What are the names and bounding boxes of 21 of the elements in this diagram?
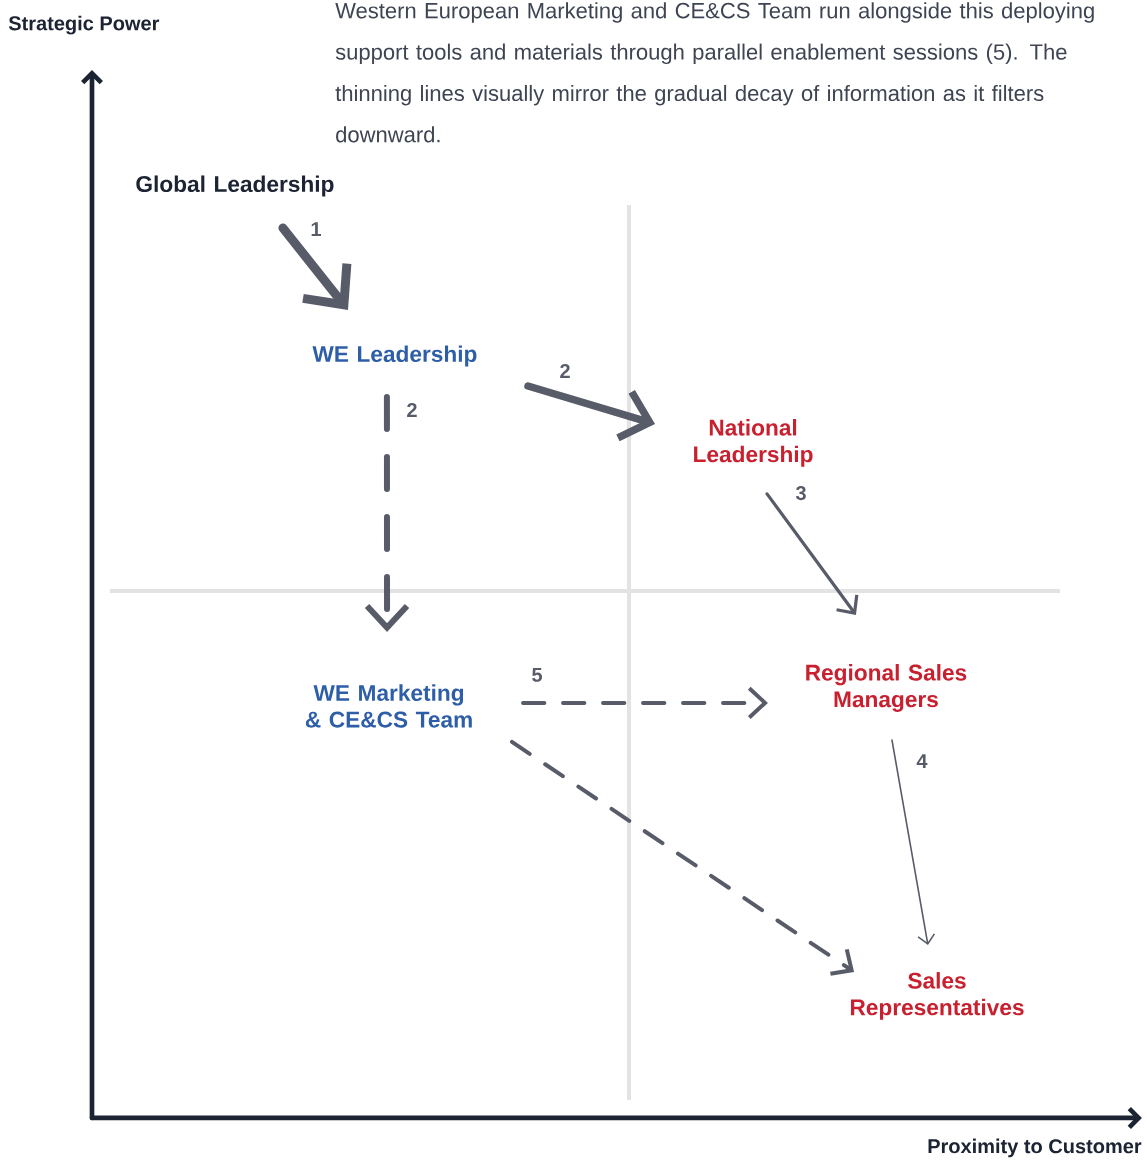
arrow [765,492,859,615]
axis-label: Proximity to Customer [928,1138,1142,1158]
role-label: Global Leadership [136,175,334,197]
arrow [524,382,656,442]
step-number: 1 [311,222,322,236]
role-label: Regional Sales Managers [806,664,967,712]
step-number: 2 [560,363,570,378]
step-number: 3 [796,485,806,501]
role-label: National Leadership [694,419,813,467]
arrow [364,394,410,632]
arrow [521,686,769,720]
step-number: 2 [407,403,417,417]
role-label: WE Marketing & CE&CS Team [305,684,472,728]
step-number: 4 [916,754,928,768]
axis-label: Strategic Power [8,15,160,35]
role-label: WE Leadership [312,345,477,367]
role-label: Sales Representatives [851,972,1024,1020]
arrow [891,739,936,946]
step-number: 5 [532,667,543,682]
paragraph: Western European Marketing and CE&CS Team run alongside this deploying support tools and materials through parallel enablement sessions (5). The thinning lines visually mirror the gradual decay of information as it filters downward. [335,2,1094,143]
arrow [510,739,855,976]
